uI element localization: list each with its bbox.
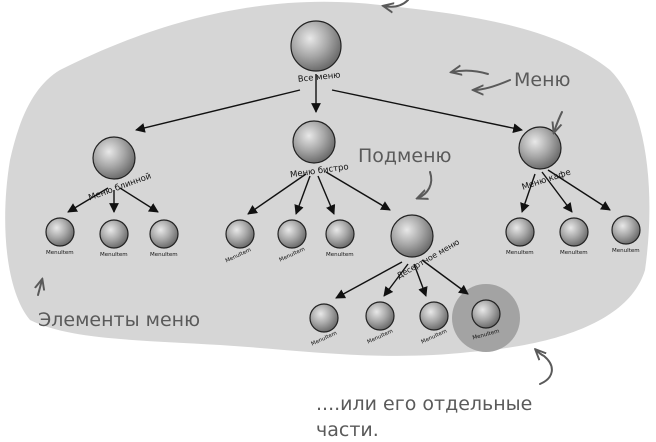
edge [135,89,301,133]
annotation-submenu: Подменю [358,145,452,167]
edge [67,187,109,213]
menu-item-node [225,219,255,249]
tree-nodes [45,20,641,333]
menu-node [292,120,336,164]
background-blob [5,1,650,356]
menu-node [518,126,562,170]
menu-item-label: MenuItem [612,248,640,254]
edge [520,173,536,213]
arrow-menus-1 [452,71,489,74]
menu-item-node [505,217,535,247]
menu-item-label: MenuItem [46,250,74,256]
menu-item-label: MenuItem [560,250,588,256]
edge [421,259,469,295]
menu-item-node [325,219,355,249]
edge [119,187,159,213]
menu-item-label: MenuItem [150,252,178,258]
annotation-texts: Меню Подменю Элементы меню ....или его о… [38,69,571,441]
menu-item-label: MenuItem [100,252,128,258]
menu-item-node [277,219,307,249]
arrow-items [38,280,42,296]
menu-item-node [365,301,395,331]
menu-item-node [99,219,129,249]
menu-item-node [149,219,179,249]
annotation-parts-line1: ....или его отдельные [316,393,532,415]
menu-item-node [559,217,589,247]
arrow-menus-2 [474,79,511,90]
annotation-arrows [38,0,563,385]
arrow-top [384,0,409,7]
menu-item-label: MenuItem [506,250,534,256]
edge [331,89,523,133]
edge [294,175,311,215]
submenu-node [390,214,434,258]
menu-item-label: MenuItem [326,252,354,258]
annotation-items: Элементы меню [38,309,200,331]
root-node [290,20,342,72]
menu-item-node [45,217,75,247]
arrow-menu-cafe [554,111,563,132]
menu-item-node [471,299,501,329]
root-label: Все меню [297,70,341,84]
menu-item-node [611,215,641,245]
edge [541,171,573,213]
tree-edges [67,74,611,299]
menu-node [92,136,136,180]
edge [383,263,409,297]
edge [325,171,391,211]
edge [247,173,307,215]
edge [413,263,428,297]
arrow-submenu [418,171,433,198]
annotation-menus: Меню [514,69,571,91]
edge [335,261,403,299]
menu-item-node [419,301,449,331]
arrow-parts [536,350,553,385]
menu-item-node [309,303,339,333]
edge [547,169,611,211]
annotation-parts-line2: части. [316,419,379,441]
edge [317,175,336,215]
